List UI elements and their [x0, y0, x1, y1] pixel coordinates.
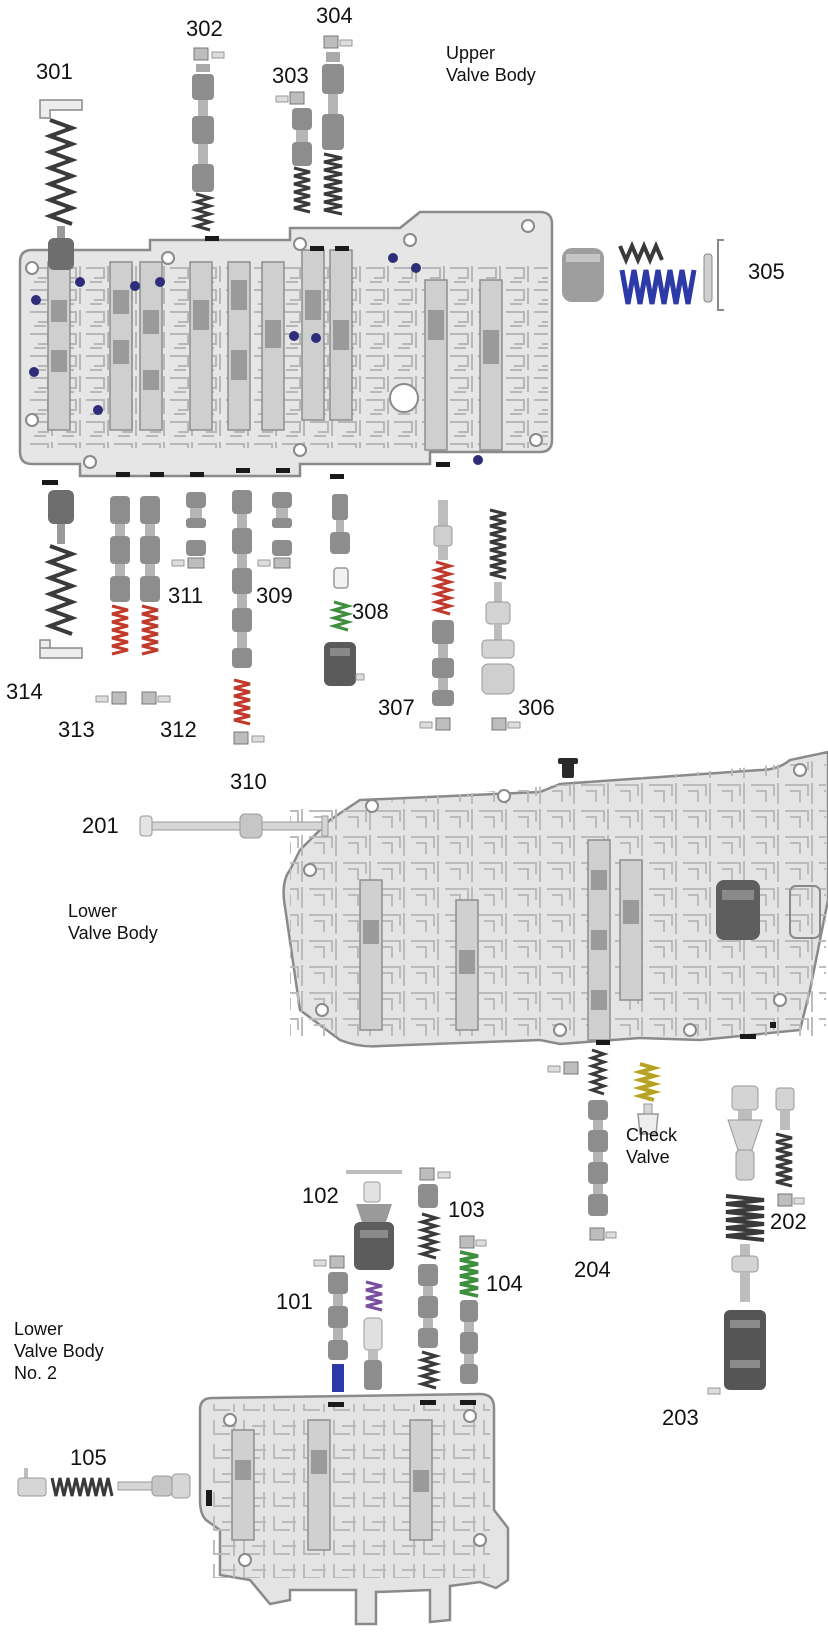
- callout-314: 314: [6, 679, 43, 704]
- section-title-line: Upper: [446, 43, 496, 63]
- callout-310: 310: [230, 769, 267, 794]
- callout-303: 303: [272, 63, 309, 88]
- callout-305: 305: [748, 259, 785, 284]
- callout-202: 202: [770, 1209, 807, 1234]
- section-title-line: Valve Body: [446, 65, 536, 85]
- part-302: [190, 47, 225, 232]
- part-307: [419, 500, 456, 731]
- callout-309: 309: [256, 583, 293, 608]
- section-title-upper-valve-body: Upper Valve Body: [446, 42, 536, 86]
- callout-313: 313: [58, 717, 95, 742]
- lower-valve-body: [282, 750, 828, 1048]
- callout-204: 204: [574, 1257, 611, 1282]
- part-101: [313, 1255, 348, 1392]
- part-310: [232, 490, 265, 745]
- section-title-line: Valve Body: [68, 923, 158, 943]
- section-title-line: No. 2: [14, 1363, 58, 1383]
- callout-302: 302: [186, 16, 223, 41]
- part-301: [39, 99, 83, 270]
- part-102: [346, 1170, 402, 1390]
- section-title-lower-valve-body: Lower Valve Body: [68, 900, 158, 944]
- callout-301: 301: [36, 59, 73, 84]
- callout-101: 101: [276, 1289, 313, 1314]
- upper-valve-body: [18, 210, 554, 485]
- callout-312: 312: [160, 717, 197, 742]
- check-valve: [632, 1062, 662, 1135]
- part-312: [140, 496, 171, 705]
- section-title-line: Lower: [14, 1319, 64, 1339]
- callout-306: 306: [518, 695, 555, 720]
- part-308: [324, 494, 365, 686]
- part-309: [257, 492, 292, 569]
- lower-valve-body-no-2: [198, 1392, 510, 1626]
- callout-311: 311: [168, 583, 204, 608]
- callout-104: 104: [486, 1271, 523, 1296]
- section-title-lower-valve-body-no-2: Lower Valve Body No. 2: [14, 1318, 104, 1384]
- callout-308: 308: [352, 599, 389, 624]
- section-title-line: Valve Body: [14, 1341, 104, 1361]
- check-valve-label-line: Valve: [626, 1147, 670, 1167]
- part-305: [562, 239, 724, 311]
- callout-201: 201: [82, 813, 119, 838]
- part-204: [547, 1048, 617, 1241]
- part-314: [39, 490, 83, 659]
- part-304: [322, 35, 353, 216]
- part-311: [171, 492, 206, 569]
- part-104: [459, 1235, 487, 1384]
- callout-307: 307: [378, 695, 415, 720]
- callout-304: 304: [316, 3, 353, 28]
- part-303: [275, 91, 312, 214]
- part-201: [139, 813, 329, 839]
- callout-105: 105: [70, 1445, 107, 1470]
- callout-203: 203: [662, 1405, 699, 1430]
- check-valve-label-line: Check: [626, 1125, 678, 1145]
- part-105: [17, 1468, 191, 1499]
- part-203: [707, 1085, 766, 1395]
- part-103: [416, 1167, 451, 1390]
- callout-102: 102: [302, 1183, 339, 1208]
- callout-103: 103: [448, 1197, 485, 1222]
- part-306: [481, 508, 521, 731]
- part-202: [775, 1087, 805, 1207]
- section-title-line: Lower: [68, 901, 118, 921]
- check-valve-label: Check Valve: [626, 1124, 677, 1168]
- part-313: [95, 496, 130, 705]
